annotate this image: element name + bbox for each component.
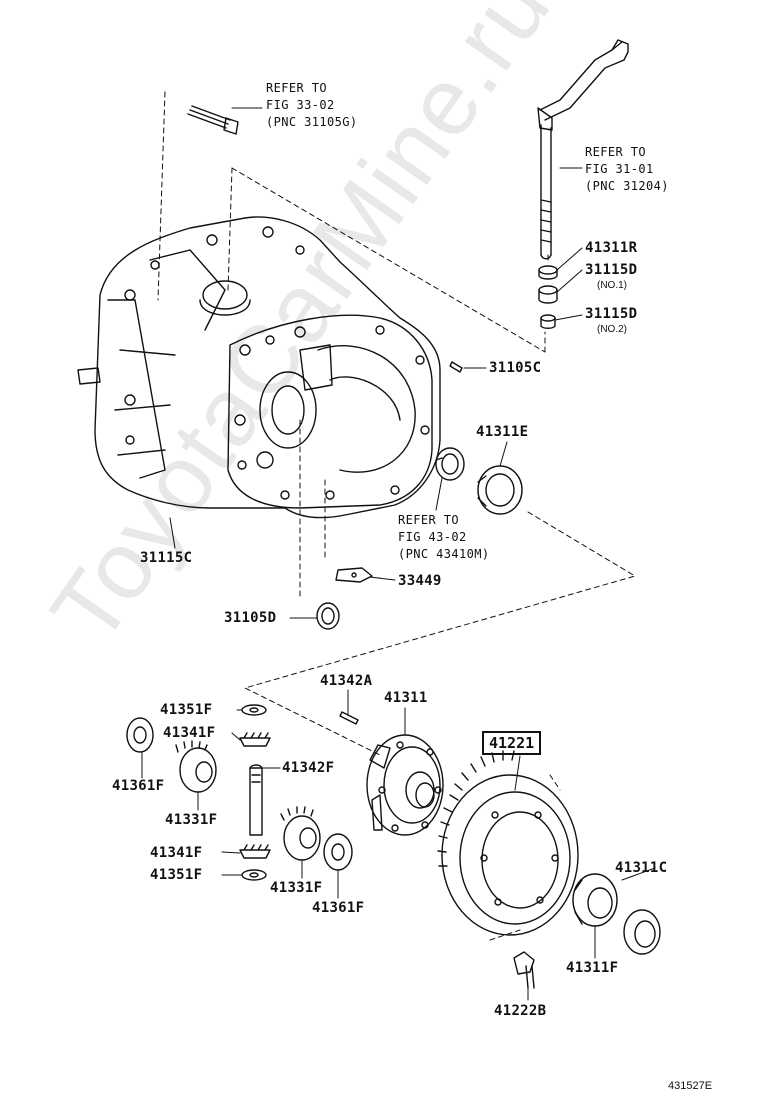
part-label-41341F-lower[interactable]: 41341F [150, 845, 203, 861]
pin-41342A [339, 711, 359, 725]
plate-33449 [335, 567, 373, 583]
part-label-41311C[interactable]: 41311C [615, 860, 668, 876]
sublabel-no1: (NO.1) [597, 280, 627, 291]
ref-note-fig43: REFER TO FIG 43-02 (PNC 43410M) [398, 512, 490, 563]
dashed-leader-lines [157, 91, 636, 941]
seal-ring-41311R [538, 265, 558, 280]
plug-31105D [316, 602, 340, 630]
part-label-41351F-upper[interactable]: 41351F [160, 702, 213, 718]
figure-id: 431527E [668, 1080, 713, 1092]
ring-gear-41221 [437, 750, 579, 936]
part-label-41311[interactable]: 41311 [384, 690, 428, 706]
ref-line: (PNC 43410M) [398, 547, 490, 561]
part-label-41331F-right[interactable]: 41331F [270, 880, 323, 896]
part-label-41331F-left[interactable]: 41331F [165, 812, 218, 828]
part-label-41361F-left[interactable]: 41361F [112, 778, 165, 794]
ref-line: REFER TO [585, 145, 646, 159]
ref-line: FIG 31-01 [585, 162, 654, 176]
pinion-shaft-41342F [249, 764, 263, 836]
sublabel-no2: (NO.2) [597, 324, 627, 335]
pinion-gear-41341F-upper [239, 732, 271, 747]
bushing-31115D-no2 [540, 314, 556, 329]
ref-line: FIG 33-02 [266, 98, 335, 112]
ref-note-fig33: REFER TO FIG 33-02 (PNC 31105G) [266, 80, 358, 131]
thrust-washer-41361F-right [323, 833, 353, 871]
pin-31105C [449, 361, 463, 373]
shift-lever-31204 [537, 39, 629, 260]
part-label-33449[interactable]: 33449 [398, 573, 442, 589]
part-label-31105C[interactable]: 31105C [489, 360, 542, 376]
thrust-washer-41351F-upper [241, 704, 267, 716]
part-label-31105D[interactable]: 31105D [224, 610, 277, 626]
highlighted-part-label-41221[interactable]: 41221 [482, 731, 542, 755]
differential-case-41311 [366, 734, 444, 836]
part-label-41361F-right[interactable]: 41361F [312, 900, 365, 916]
part-label-31115C[interactable]: 31115C [140, 550, 193, 566]
ref-line: REFER TO [266, 81, 327, 95]
part-label-31115D-no2[interactable]: 31115D [585, 306, 638, 322]
ref-line: (PNC 31105G) [266, 115, 358, 129]
ref-line: REFER TO [398, 513, 459, 527]
side-gear-41331F-left [175, 740, 217, 793]
part-label-41311R[interactable]: 41311R [585, 240, 638, 256]
part-label-31115D-no1[interactable]: 31115D [585, 262, 638, 278]
part-label-41311F[interactable]: 41311F [566, 960, 619, 976]
ref-line: (PNC 31204) [585, 179, 669, 193]
bushing-31115D-no1 [538, 285, 558, 304]
bolt-31105G [187, 105, 239, 135]
thrust-washer-41351F-lower [241, 869, 267, 881]
bearing-41311F [572, 873, 618, 927]
transaxle-case-31115C [77, 216, 441, 519]
bolt-41222B [513, 951, 535, 989]
oil-seal-41311E [435, 447, 465, 481]
pinion-gear-41341F-lower [239, 844, 271, 859]
part-label-41342F[interactable]: 41342F [282, 760, 335, 776]
part-label-41222B[interactable]: 41222B [494, 1003, 547, 1019]
ref-note-fig31: REFER TO FIG 31-01 (PNC 31204) [585, 144, 669, 195]
ref-line: FIG 43-02 [398, 530, 467, 544]
shim-41311C [623, 909, 661, 955]
side-gear-41331F-right [280, 806, 321, 861]
part-label-41351F-lower[interactable]: 41351F [150, 867, 203, 883]
part-label-41342A[interactable]: 41342A [320, 673, 373, 689]
part-label-41311E[interactable]: 41311E [476, 424, 529, 440]
thrust-washer-41361F-left [126, 717, 154, 753]
bearing-race [477, 465, 523, 515]
part-label-41341F-upper[interactable]: 41341F [163, 725, 216, 741]
leader-lines [141, 107, 656, 1001]
